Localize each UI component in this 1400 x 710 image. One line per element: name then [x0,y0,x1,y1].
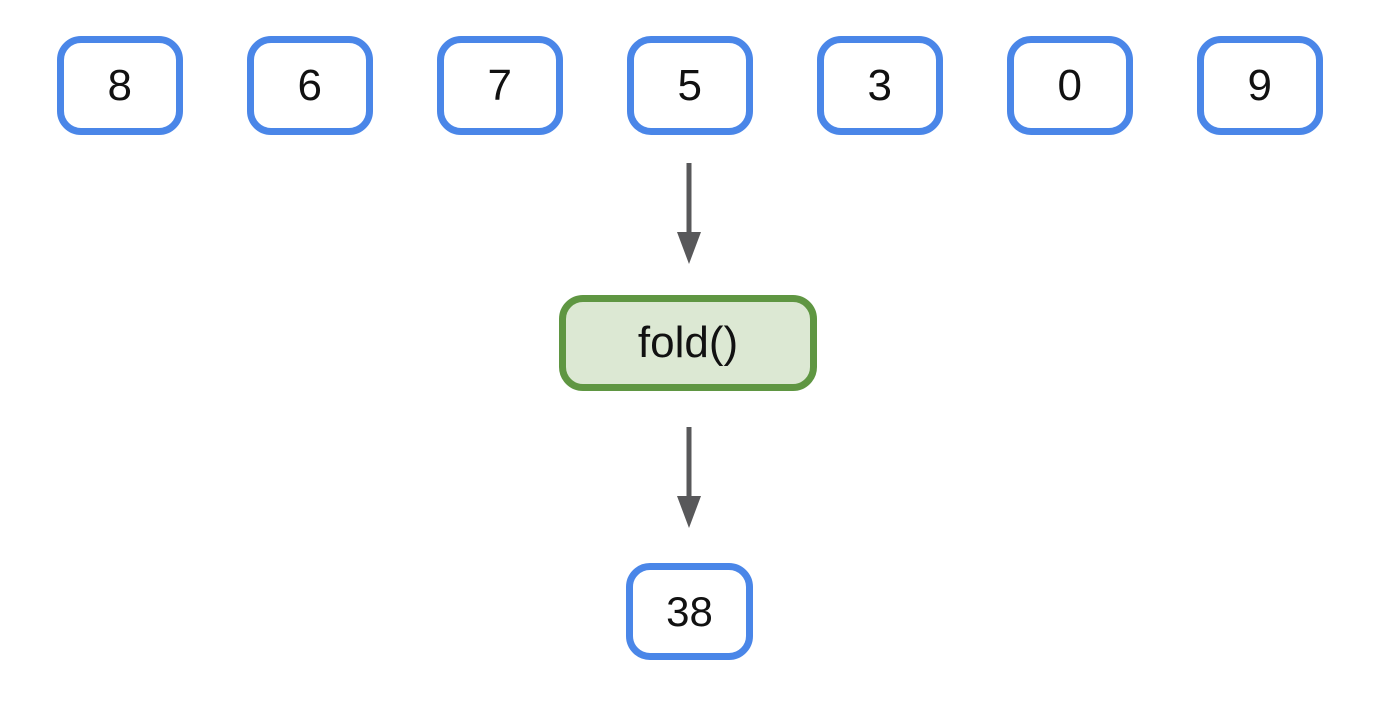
input-value-2: 6 [297,60,323,110]
result-box: 38 [626,563,753,660]
arrow-head [677,232,701,264]
input-box-6: 0 [1007,36,1133,135]
arrow-shaft [686,163,692,234]
input-value-6: 0 [1057,60,1083,110]
input-box-4: 5 [627,36,753,135]
fold-operation-box: fold() [559,295,817,391]
input-value-1: 8 [107,60,133,110]
input-value-3: 7 [487,60,513,110]
input-box-3: 7 [437,36,563,135]
input-value-7: 9 [1247,60,1273,110]
arrow-shaft [686,427,692,498]
arrow-head [677,496,701,528]
input-value-row: 8 6 7 5 3 0 9 [57,36,1323,135]
input-box-1: 8 [57,36,183,135]
input-box-5: 3 [817,36,943,135]
arrow-down-icon [677,163,701,264]
input-box-2: 6 [247,36,373,135]
arrow-down-icon [677,427,701,528]
input-value-4: 5 [677,60,703,110]
input-box-7: 9 [1197,36,1323,135]
fold-operation-label: fold() [637,318,739,367]
input-value-5: 3 [867,60,893,110]
result-value: 38 [666,587,713,635]
